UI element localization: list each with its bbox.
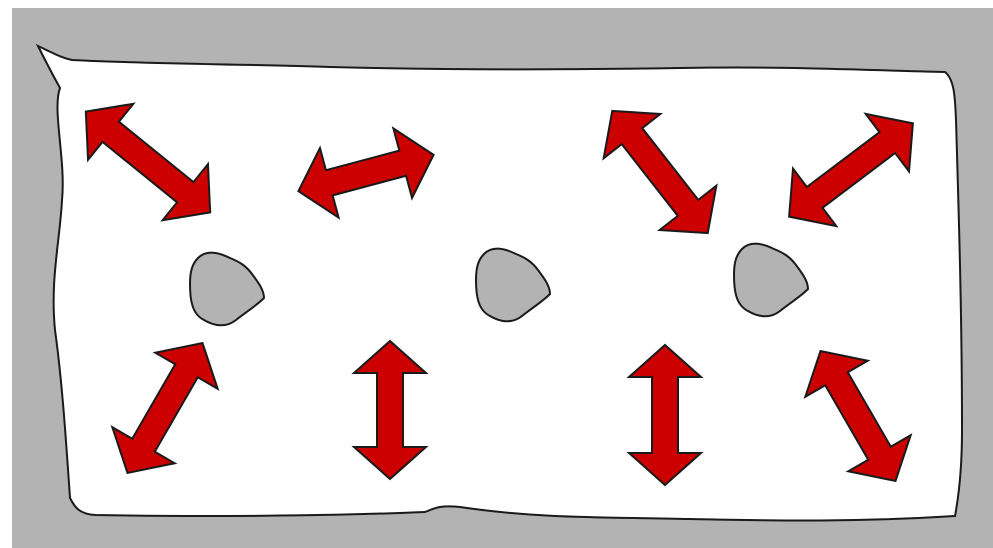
diagram-svg [0, 0, 993, 548]
diagram-canvas [0, 0, 993, 548]
